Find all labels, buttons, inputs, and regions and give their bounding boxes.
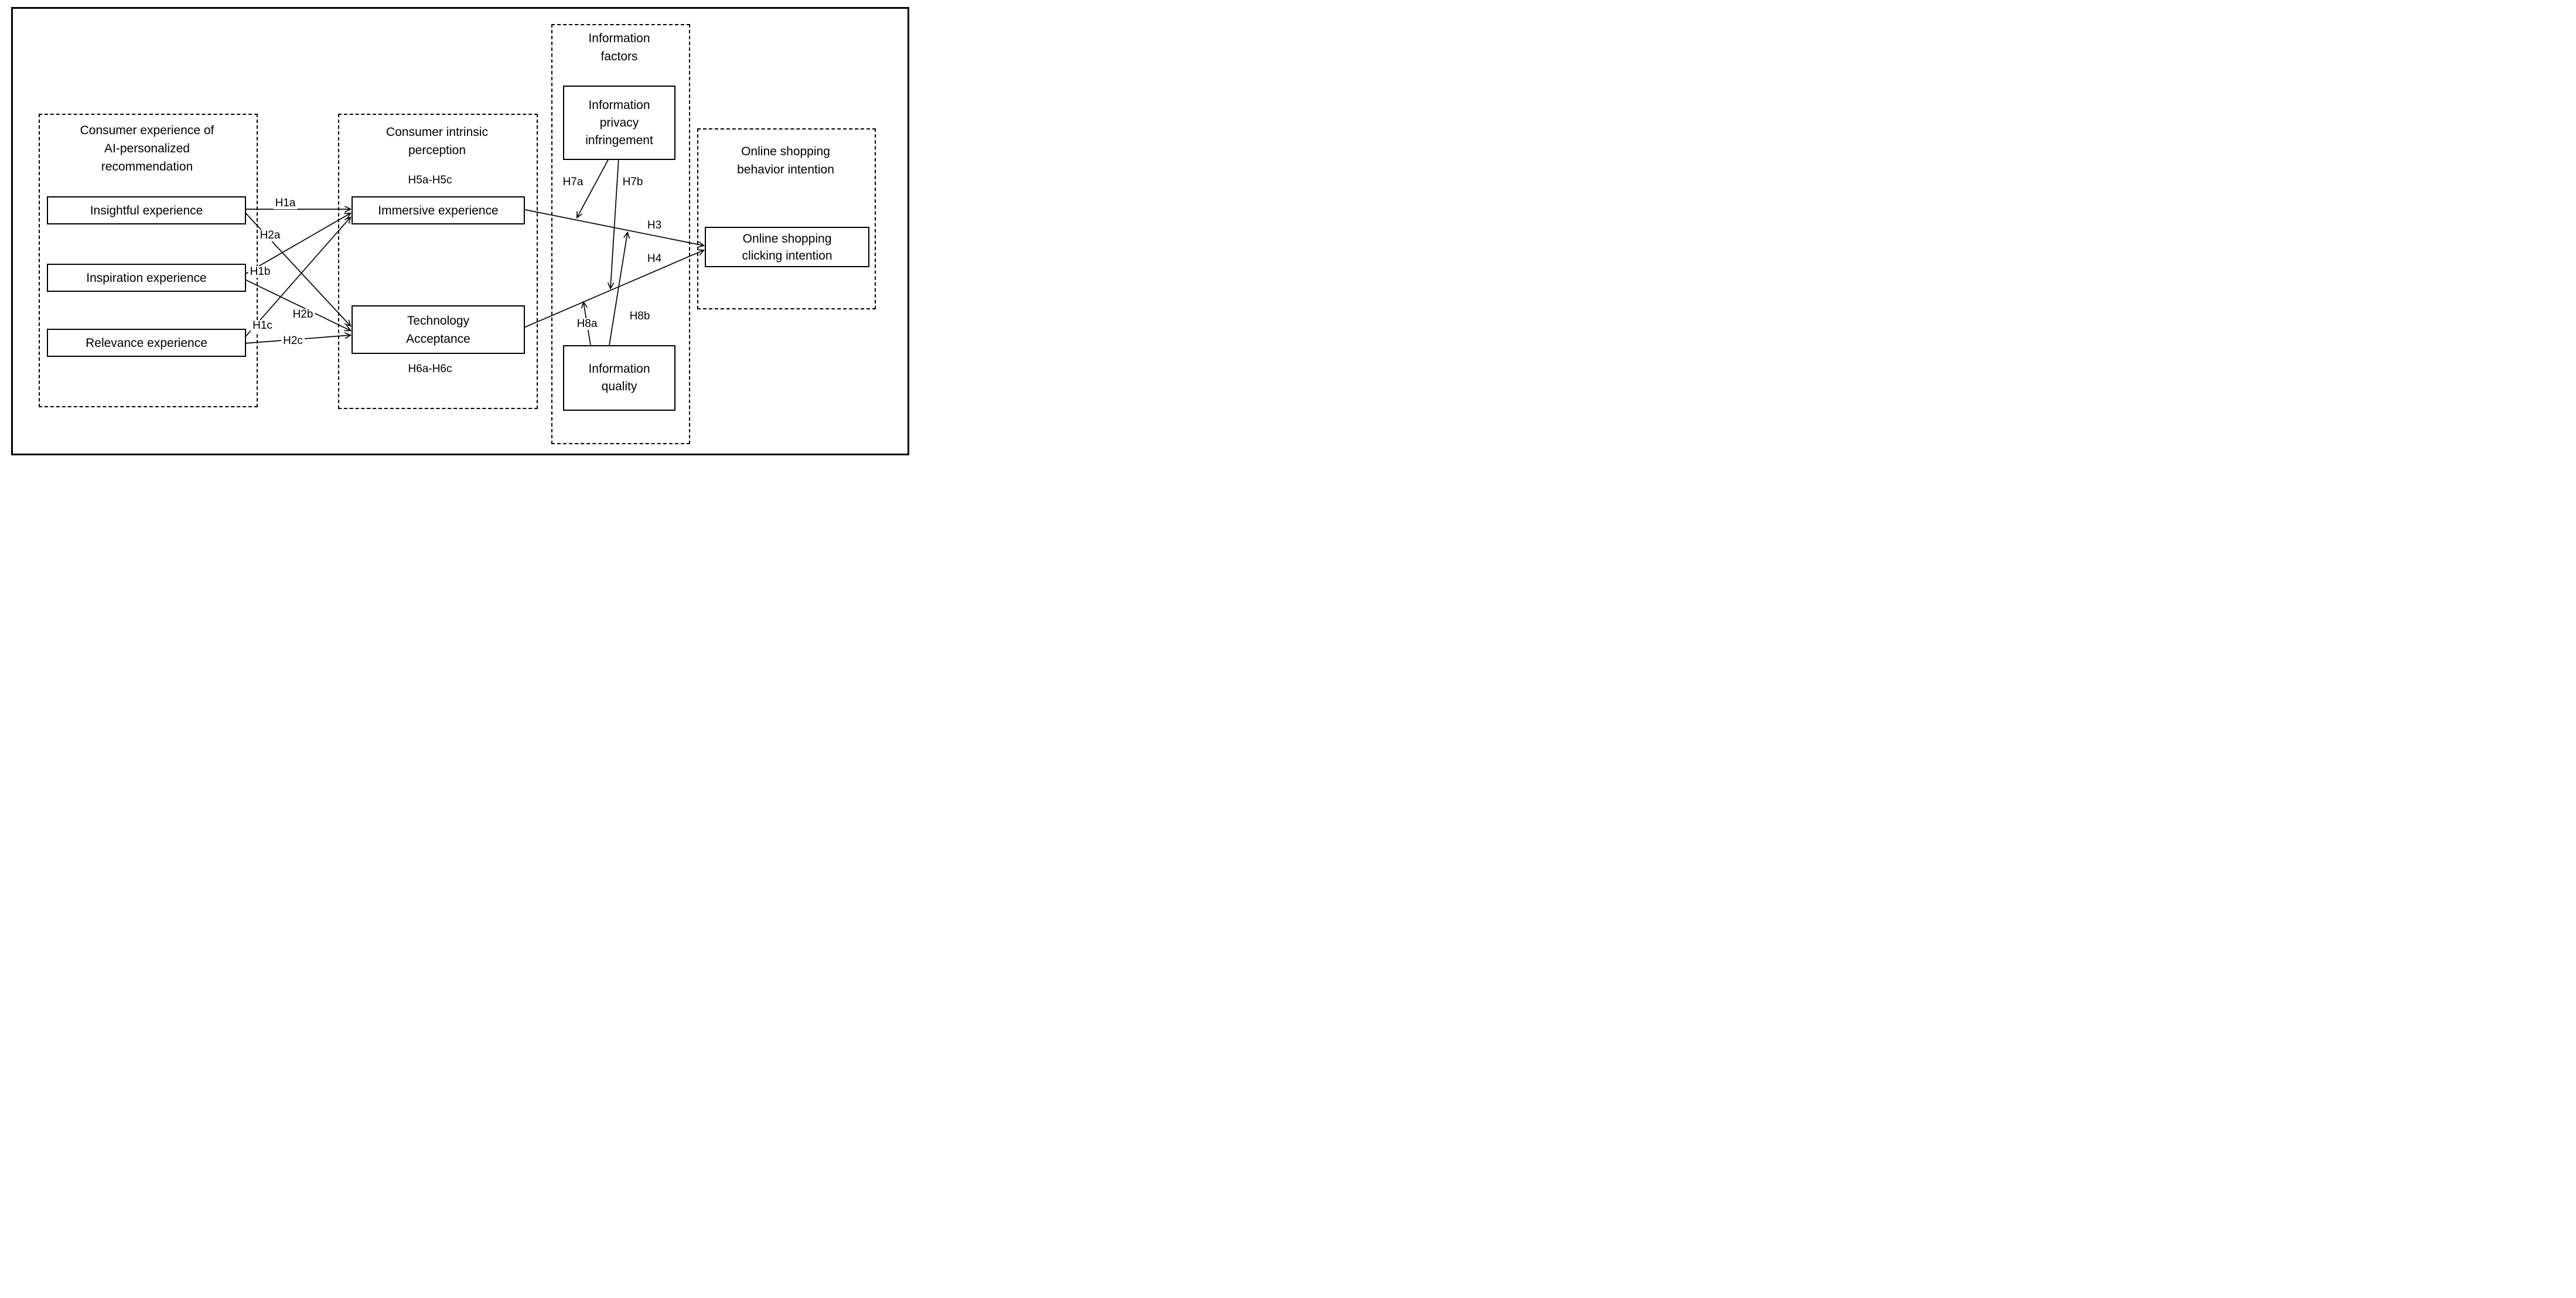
node-label-line: quality xyxy=(601,380,637,393)
edge-label-h1c: H1c xyxy=(251,320,274,332)
node-label-line: Technology xyxy=(407,314,470,328)
node-label-line: Information xyxy=(588,362,650,376)
hypothesis-range-label-h6: H6a-H6c xyxy=(406,363,454,375)
edge-label-h1a: H1a xyxy=(273,197,298,209)
node-label-line: Information xyxy=(588,98,650,112)
node-online-shopping-clicking-intention: Online shopping clicking intention xyxy=(705,227,869,267)
arrow-h3 xyxy=(522,209,704,246)
edge-label-h7a: H7a xyxy=(561,176,585,188)
edge-label-h2c: H2c xyxy=(281,335,305,347)
group-title-information-factors: Information factors xyxy=(588,29,650,66)
node-label-line: clicking intention xyxy=(742,248,832,263)
group-intrinsic-perception xyxy=(338,114,538,409)
group-title-line: Information xyxy=(588,32,650,45)
node-label: Inspiration experience xyxy=(86,271,207,285)
node-label: Immersive experience xyxy=(378,203,499,217)
edge-label-h2a: H2a xyxy=(258,230,282,241)
edge-label-h4: H4 xyxy=(645,253,664,265)
arrow-h7a xyxy=(577,157,610,217)
node-technology-acceptance: Technology Acceptance xyxy=(352,305,525,354)
group-title-line: recommendation xyxy=(101,160,193,173)
edge-label-h8a: H8a xyxy=(575,318,599,330)
arrow-layer xyxy=(243,157,919,346)
node-label-line: infringement xyxy=(585,133,653,147)
node-immersive-experience: Immersive experience xyxy=(352,196,525,224)
arrow-h1c xyxy=(243,217,350,339)
group-title-intrinsic-perception: Consumer intrinsic perception xyxy=(386,123,488,159)
edge-label-h8b: H8b xyxy=(627,311,652,322)
node-label-line: Online shopping xyxy=(742,231,832,246)
group-title-line: behavior intention xyxy=(737,163,834,176)
group-title-consumer-experience: Consumer experience of AI-personalized r… xyxy=(80,121,214,176)
group-title-line: Consumer intrinsic xyxy=(386,125,488,139)
group-title-line: perception xyxy=(408,144,466,157)
edge-label-h3: H3 xyxy=(645,220,664,231)
node-label: Insightful experience xyxy=(90,203,203,217)
outer-border xyxy=(11,7,909,455)
arrow-h7b xyxy=(610,157,619,288)
node-information-privacy-infringement: Information privacy infringement xyxy=(563,86,675,160)
node-label-line: privacy xyxy=(599,115,639,130)
hypothesis-range-label-h5: H5a-H5c xyxy=(406,175,454,186)
research-model-diagram: Consumer experience of AI-personalized r… xyxy=(0,0,919,463)
group-information-factors xyxy=(551,24,690,444)
group-title-line: Consumer experience of xyxy=(80,124,214,137)
arrow-h2b xyxy=(243,278,350,331)
arrow-h8b xyxy=(609,233,627,346)
node-relevance-experience: Relevance experience xyxy=(47,329,246,357)
arrow-h1b xyxy=(243,213,350,275)
group-title-line: AI-personalized xyxy=(104,142,190,155)
node-information-quality: Information quality xyxy=(563,345,675,411)
group-title-shopping-intention: Online shopping behavior intention xyxy=(737,142,834,179)
node-label: Relevance experience xyxy=(86,336,207,350)
group-consumer-experience xyxy=(39,114,258,407)
group-title-line: Online shopping xyxy=(741,145,830,158)
edge-label-h2b: H2b xyxy=(291,309,315,321)
group-title-line: factors xyxy=(601,50,638,63)
node-insightful-experience: Insightful experience xyxy=(47,196,246,224)
edge-label-h1b: H1b xyxy=(248,266,272,278)
node-label-line: Acceptance xyxy=(406,332,470,346)
edge-label-h7b: H7b xyxy=(620,176,645,188)
group-shopping-intention xyxy=(697,128,876,309)
node-inspiration-experience: Inspiration experience xyxy=(47,264,246,292)
